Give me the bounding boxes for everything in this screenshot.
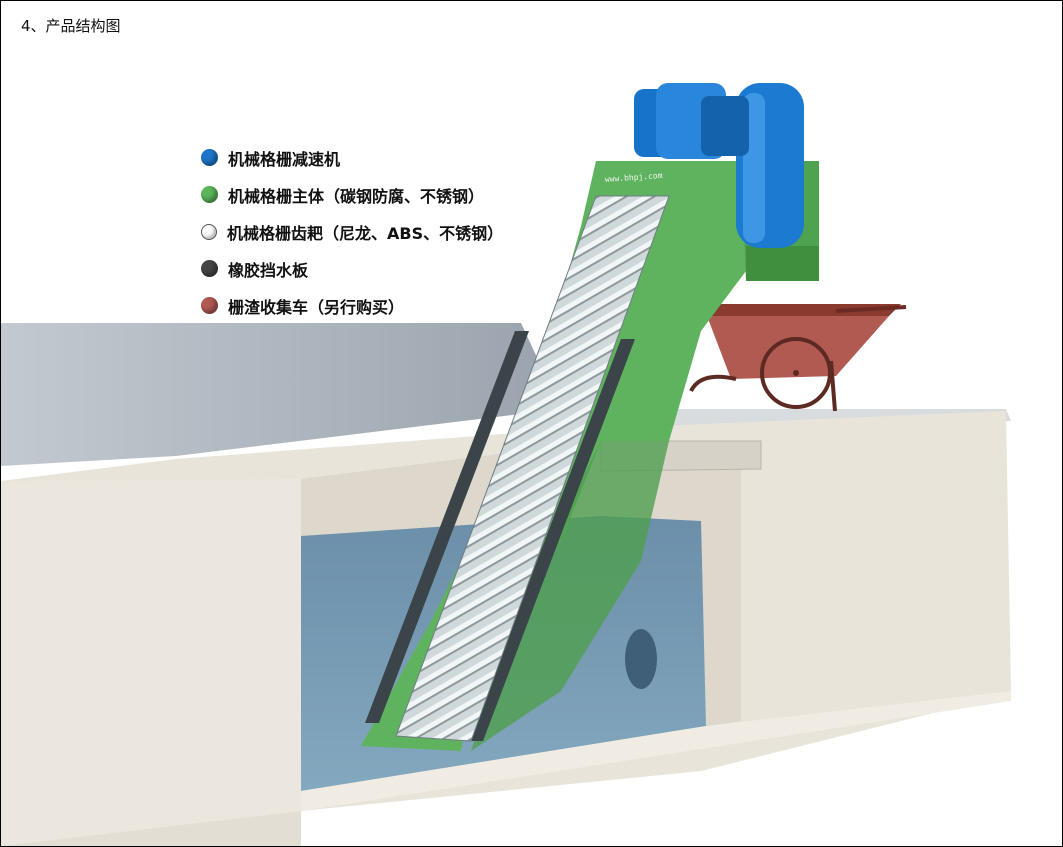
- legend-item-rake: 机械格栅齿耙（尼龙、ABS、不锈钢）: [201, 213, 503, 250]
- white-dot-icon: [201, 223, 217, 240]
- green-dot-icon: [201, 186, 218, 203]
- screenings-cart: [689, 304, 907, 412]
- legend-label: 橡胶挡水板: [228, 260, 309, 280]
- legend: 机械格栅减速机 机械格栅主体（碳钢防腐、不锈钢） 机械格栅齿耙（尼龙、ABS、不…: [201, 139, 503, 324]
- grille-rake-teeth: [395, 195, 670, 742]
- concrete-front-left: [1, 479, 301, 846]
- legend-label: 机械格栅齿耙（尼龙、ABS、不锈钢）: [227, 223, 504, 243]
- legend-item-main-body: 机械格栅主体（碳钢防腐、不锈钢）: [201, 176, 503, 213]
- rubber-baffle-right: [469, 339, 635, 741]
- inlet-pipe: [625, 629, 657, 689]
- floor-surface: [1, 323, 561, 466]
- blue-dot-icon: [201, 149, 218, 166]
- page-title: 4、产品结构图: [21, 17, 121, 35]
- dark-dot-icon: [201, 260, 218, 277]
- tank-base: [1, 811, 301, 846]
- legend-item-baffle: 橡胶挡水板: [201, 250, 503, 287]
- gear-reducer: [634, 83, 804, 248]
- machine-label: www.bhpj.com: [605, 171, 663, 184]
- legend-item-reducer: 机械格栅减速机: [201, 139, 503, 176]
- legend-label: 栅渣收集车（另行购买）: [228, 297, 405, 317]
- rubber-baffle-left: [365, 331, 529, 723]
- legend-label: 机械格栅主体（碳钢防腐、不锈钢）: [228, 186, 485, 206]
- legend-item-cart: 栅渣收集车（另行购买）: [201, 287, 503, 324]
- red-dot-icon: [201, 297, 218, 314]
- tank-front-edge: [301, 691, 1011, 811]
- legend-label: 机械格栅减速机: [228, 149, 341, 169]
